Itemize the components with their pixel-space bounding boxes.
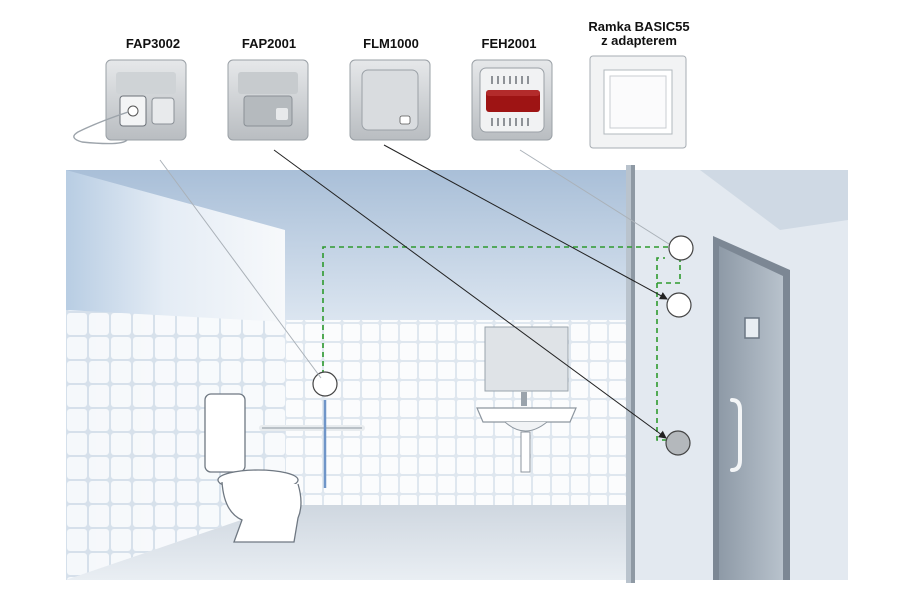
door bbox=[713, 236, 790, 580]
door-handle bbox=[730, 398, 742, 472]
cancel-plate bbox=[361, 69, 419, 131]
reset-button bbox=[151, 97, 175, 125]
label-feh2001: FEH2001 bbox=[481, 36, 537, 51]
label-flm1000: FLM1000 bbox=[363, 36, 419, 51]
device-point-reset bbox=[666, 292, 692, 318]
line-fap3002 bbox=[159, 159, 322, 379]
back-wall-tiles bbox=[285, 320, 631, 505]
sink bbox=[476, 407, 577, 423]
cord-icon bbox=[73, 111, 129, 145]
product-fap3002 bbox=[73, 59, 187, 145]
product-flm1000 bbox=[349, 59, 431, 141]
wire-top bbox=[322, 246, 681, 375]
mirror bbox=[484, 326, 569, 392]
wiring bbox=[322, 246, 681, 441]
product-ramka-basic55 bbox=[589, 55, 687, 149]
label-ramka-line1: Ramka BASIC55 bbox=[588, 19, 690, 34]
device-point-lamp bbox=[668, 235, 694, 261]
line-feh2001 bbox=[519, 149, 670, 245]
product-feh2001 bbox=[471, 59, 553, 141]
wire-down bbox=[656, 283, 666, 441]
wall-edge bbox=[626, 165, 635, 583]
right-wall-top-shade bbox=[700, 170, 848, 230]
toilet-bowl bbox=[221, 481, 302, 543]
device-point-pullcord bbox=[312, 371, 338, 397]
label-ramka-line2: z adapterem bbox=[601, 33, 677, 48]
label-ramka-basic55: Ramka BASIC55 z adapterem bbox=[584, 20, 694, 48]
label-fap3002: FAP3002 bbox=[125, 36, 181, 51]
device-point-button bbox=[665, 430, 691, 456]
label-fap2001: FAP2001 bbox=[241, 36, 297, 51]
door-window bbox=[744, 317, 760, 339]
connector-lines bbox=[159, 144, 670, 439]
sink-pedestal bbox=[520, 431, 531, 473]
toilet-tank bbox=[204, 393, 246, 473]
grab-rail bbox=[259, 400, 365, 488]
product-fap2001 bbox=[227, 59, 309, 141]
line-fap2001 bbox=[273, 149, 667, 439]
floor bbox=[66, 505, 631, 580]
line-flm1000 bbox=[383, 144, 668, 300]
toilet bbox=[204, 393, 302, 543]
lock-icon bbox=[399, 115, 411, 125]
door-panel bbox=[719, 246, 783, 580]
left-wall-tiles bbox=[66, 310, 285, 580]
faucet bbox=[521, 392, 527, 406]
sink-area bbox=[476, 326, 577, 473]
